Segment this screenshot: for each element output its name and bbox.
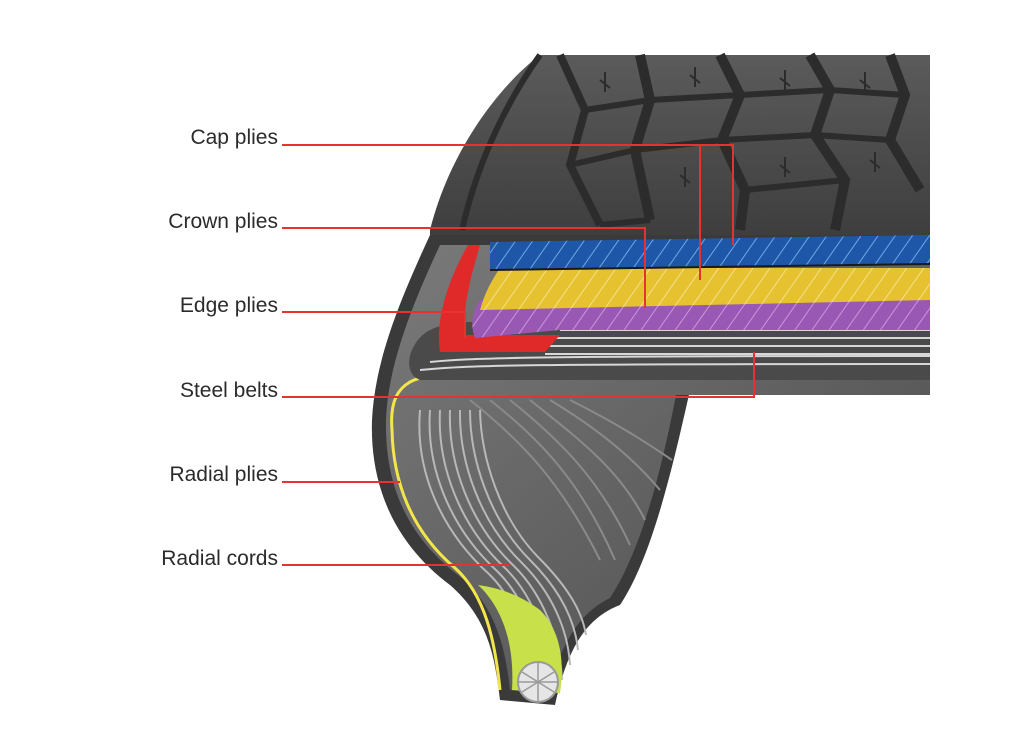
label-steel-belts: Steel belts [179, 379, 278, 402]
label-edge-plies: Edge plies [179, 294, 278, 317]
leader-lines [282, 144, 755, 566]
purple-ply-shape [472, 300, 930, 338]
label-cap-plies: Cap plies [190, 126, 278, 149]
leader-line-edge-plies [282, 311, 466, 338]
crown-plies-shape [480, 268, 930, 310]
cap-plies-shape [490, 235, 930, 270]
label-radial-cords: Radial cords [161, 547, 278, 570]
leader-line-steel-belts [282, 352, 755, 398]
leader-line-crown-plies [282, 227, 646, 308]
radial-ply-line [390, 376, 930, 691]
label-crown-plies: Crown plies [168, 210, 278, 233]
label-radial-plies: Radial plies [169, 463, 278, 486]
leader-line-cap-plies [282, 144, 734, 245]
edge-plies-shape [438, 245, 560, 352]
bead [478, 585, 562, 703]
